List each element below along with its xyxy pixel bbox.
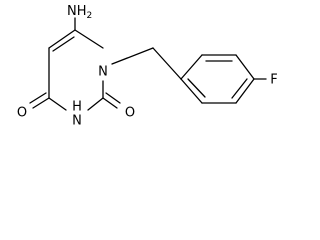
pyrimidine-ring [48, 29, 104, 111]
fluorine-label: F [270, 73, 277, 88]
oxygen-2-label: O [125, 106, 135, 121]
bond-c2-o2-double [105, 92, 121, 104]
bond-c4-o4 [32, 97, 50, 109]
ring-n3-h-label: H [72, 100, 82, 115]
bond-ar6-ar1 [180, 78, 203, 104]
fluorophenyl-ring [180, 54, 255, 104]
bond-ar1-ar2 [180, 54, 203, 80]
bond-ar6-ar1-inner [187, 78, 206, 98]
bond-n3-c2 [87, 97, 104, 111]
ring-n1-label: N [98, 65, 108, 80]
bond-c2-o2 [102, 97, 118, 109]
bond-c4-n3 [48, 97, 67, 111]
ring-n3-label: N [72, 114, 82, 129]
bond-n1-ch2 [111, 47, 154, 65]
bond-c6-c5 [48, 29, 76, 49]
bond-ch2-benzene [152, 47, 182, 80]
bond-c6-n1 [74, 29, 104, 49]
bond-c4-o4-double [29, 92, 47, 104]
oxygen-4-label: O [17, 106, 27, 121]
bond-ar4-ar5-inner [231, 78, 248, 99]
amino-label: NH2 [67, 4, 92, 21]
bond-ar4-ar5 [235, 78, 255, 104]
bond-c6-c5-double [52, 36, 75, 52]
chemical-structure: NH2 N H N O O F [17, 4, 278, 129]
bond-ar3-ar4 [235, 54, 255, 80]
